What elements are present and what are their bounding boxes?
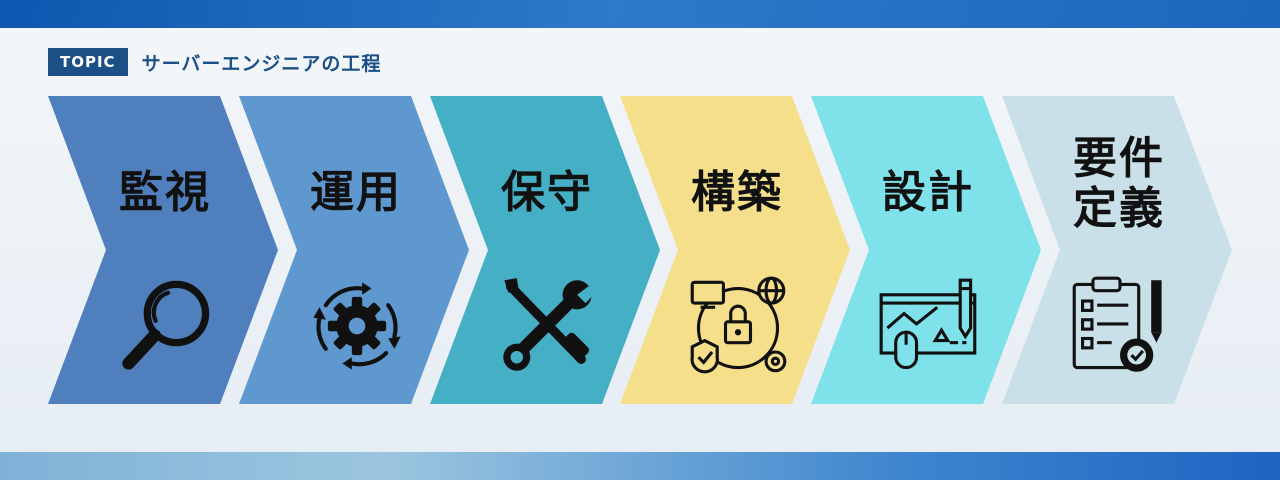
step-label: 運用 <box>310 167 402 218</box>
step-label: 構築 <box>691 167 783 218</box>
process-flow: 監視 運用 <box>0 96 1280 406</box>
bottom-band <box>0 452 1280 480</box>
step-label: 設計 <box>882 167 974 218</box>
step-monitoring: 監視 <box>48 96 278 404</box>
checklist-gear-icon <box>1072 276 1162 372</box>
tools-icon <box>503 278 596 371</box>
step-label: 要件 定義 <box>1073 133 1165 234</box>
topic-title: サーバーエンジニアの工程 <box>141 52 382 75</box>
topic-badge: TOPIC <box>48 48 128 76</box>
step-design: 設計 <box>811 96 1041 404</box>
step-maintenance: 保守 <box>430 96 660 404</box>
step-requirements: 要件 定義 <box>1002 96 1232 404</box>
step-label: 保守 <box>501 167 593 218</box>
magnifier-icon <box>122 280 210 370</box>
blueprint-icon <box>879 278 977 370</box>
step-operation: 運用 <box>239 96 469 404</box>
step-construction: 構築 <box>620 96 850 404</box>
step-label: 監視 <box>119 167 211 218</box>
gear-cycle-icon <box>313 282 401 370</box>
topic-header: TOPIC サーバーエンジニアの工程 <box>48 48 381 76</box>
network-security-icon <box>690 276 787 374</box>
